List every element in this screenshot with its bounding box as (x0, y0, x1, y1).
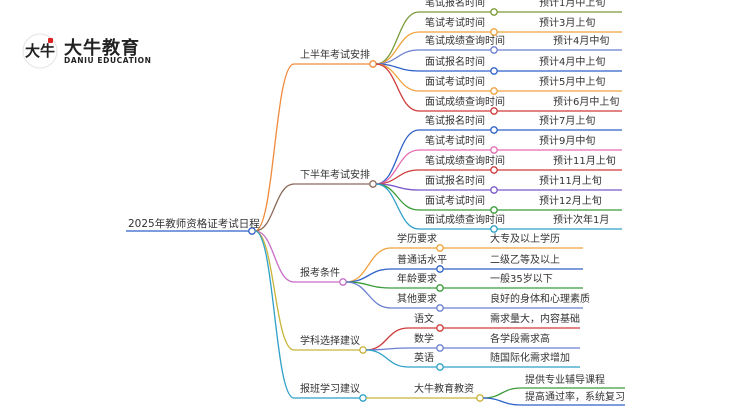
item-connector (345, 268, 392, 283)
item-value: 预计11月上旬 (539, 176, 602, 187)
item-label: 年龄要求 (397, 274, 437, 285)
item-node-dot (490, 8, 498, 16)
brand-name-en: DANIU EDUCATION (64, 56, 152, 65)
item-label: 学历要求 (397, 234, 437, 245)
item-connector (375, 183, 420, 230)
item-value: 良好的身体和心理素质 (490, 294, 590, 305)
item-label: 面试考试时间 (425, 77, 485, 88)
item-label: 数学 (414, 334, 434, 345)
branch-label: 学科选择建议 (300, 336, 360, 347)
item-connector (375, 11, 420, 65)
item-value: 预计次年1月 (553, 215, 610, 226)
item-node-dot (490, 146, 498, 154)
branch-node-dot (359, 346, 367, 354)
item-value: 二级乙等及以上 (490, 255, 560, 266)
item-value: 各学段需求高 (490, 334, 550, 345)
item-connector (365, 327, 409, 351)
item-label: 面试成绩查询时间 (425, 215, 505, 226)
item-value: 预计9月中旬 (539, 136, 596, 147)
item-node-dot (490, 186, 498, 194)
item-label: 普通话水平 (397, 255, 447, 266)
item-value: 预计3月上旬 (539, 18, 596, 29)
item-connector (375, 129, 420, 185)
item-value: 预计5月中上旬 (539, 77, 606, 88)
bull-brush-logo-icon: 大牛 (22, 33, 58, 69)
item-connector (375, 149, 420, 185)
item-connector (365, 349, 409, 368)
item-label: 笔试考试时间 (425, 136, 485, 147)
item-node-dot (490, 126, 498, 134)
branch-label: 报班学习建议 (300, 384, 360, 395)
branch-node-dot (339, 278, 347, 286)
item-node-dot (490, 87, 498, 95)
item-node-dot (436, 304, 444, 312)
item-label: 其他要求 (397, 294, 437, 305)
item-value: 大专及以上学历 (490, 234, 560, 245)
item-label: 笔试报名时间 (425, 0, 485, 9)
item-node-dot (476, 394, 484, 402)
branch-node-dot (369, 180, 377, 188)
leaf-connector (482, 387, 522, 399)
leaf-connector (482, 397, 522, 406)
item-label: 笔试成绩查询时间 (425, 156, 505, 167)
item-label: 笔试考试时间 (425, 18, 485, 29)
branch-connector (254, 230, 295, 399)
item-connector (345, 281, 392, 309)
item-label: 笔试报名时间 (425, 116, 485, 127)
item-value: 预计4月中旬 (553, 36, 610, 47)
item-value: 随国际化需求增加 (490, 353, 570, 364)
item-node-dot (490, 28, 498, 36)
item-node-dot (436, 244, 444, 252)
item-label: 面试报名时间 (425, 176, 485, 187)
branch-label: 下半年考试安排 (300, 170, 370, 181)
branch-connector (254, 230, 295, 283)
item-value: 预计6月中上旬 (553, 97, 620, 108)
item-connector (375, 63, 420, 112)
item-label: 语文 (414, 314, 434, 325)
item-value: 预计1月中上旬 (539, 0, 606, 9)
branch-label: 上半年考试安排 (300, 50, 370, 61)
logo: 大牛 大牛教育 DANIU EDUCATION (22, 32, 152, 72)
item-node-dot (490, 67, 498, 75)
brand-name-cn: 大牛教育 (64, 38, 140, 59)
item-value: 预计11月上旬 (553, 156, 616, 167)
item-node-dot (436, 363, 444, 371)
branch-node-dot (359, 394, 367, 402)
item-label: 面试成绩查询时间 (425, 97, 505, 108)
svg-text:大牛: 大牛 (25, 42, 55, 60)
item-value: 预计7月上旬 (539, 116, 596, 127)
branch-node-dot (369, 60, 377, 68)
leaf-label: 提供专业辅导课程 (525, 375, 605, 386)
leaf-label: 提高通过率，系统复习 (525, 392, 625, 403)
item-value: 预计4月中上旬 (539, 57, 606, 68)
item-connector (345, 247, 392, 283)
item-node-dot (436, 284, 444, 292)
item-label: 面试报名时间 (425, 57, 485, 68)
item-label: 英语 (414, 353, 434, 364)
branch-connector (254, 63, 295, 232)
branch-connector (254, 183, 295, 232)
branch-label: 报考条件 (300, 268, 340, 279)
item-label: 面试考试时间 (425, 196, 485, 207)
root-topic: 2025年教师资格证考试日程 (128, 218, 260, 230)
item-node-dot (436, 324, 444, 332)
item-node-dot (490, 206, 498, 214)
item-label: 大牛教育教资 (414, 384, 474, 395)
branch-connector (254, 230, 295, 351)
item-value: 一般35岁以下 (490, 274, 553, 285)
item-value: 预计12月上旬 (539, 196, 602, 207)
item-node-dot (436, 344, 444, 352)
item-label: 笔试成绩查询时间 (425, 36, 505, 47)
item-value: 需求量大，内容基础 (490, 314, 580, 325)
